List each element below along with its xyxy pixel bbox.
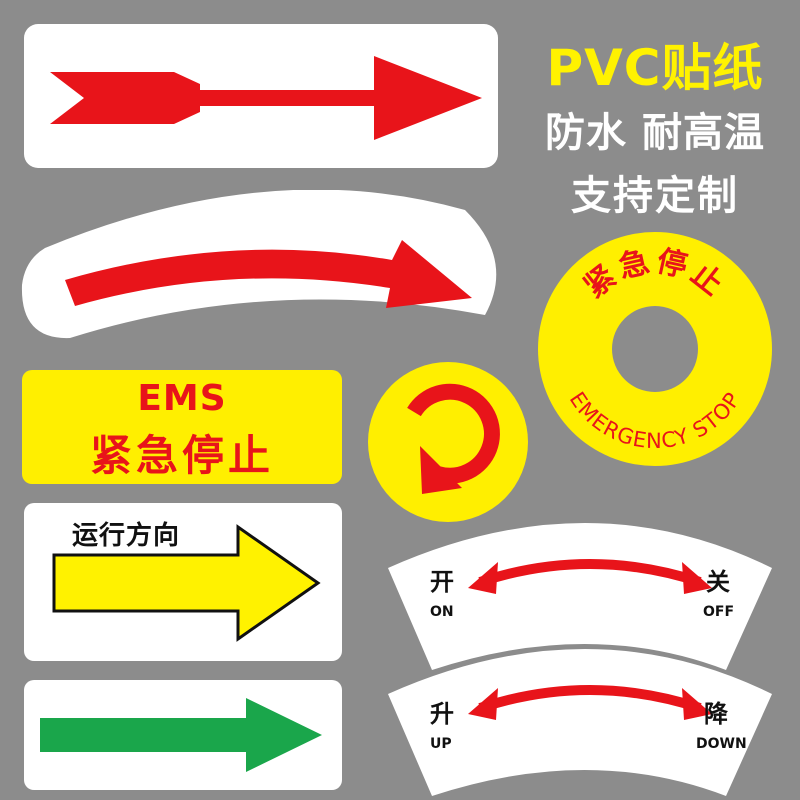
yellow-arrow-icon (52, 524, 321, 642)
headline-material: PVC贴纸 (546, 39, 764, 97)
on-label-en: ON (430, 604, 454, 620)
off-label-en: OFF (703, 604, 735, 620)
headline-custom: 支持定制 (571, 173, 739, 219)
ring-hole (612, 306, 698, 392)
headline-features: 防水 耐高温 (545, 110, 765, 156)
straight-red-arrow-icon (50, 56, 482, 140)
on-label-cn: 开 (430, 568, 454, 596)
off-label-cn: 关 (706, 568, 730, 596)
down-label-cn: 降 (704, 700, 728, 728)
direction-arrow-sticker (24, 503, 342, 661)
green-arrow-icon (40, 698, 322, 772)
ems-subtitle: 紧急停止 (89, 431, 274, 480)
on-off-fan-sticker (388, 523, 772, 670)
up-label-en: UP (430, 736, 452, 752)
curved-red-arrow-sticker (21, 190, 497, 339)
up-down-fan-sticker (388, 649, 772, 796)
rotate-arrow-icon (407, 383, 500, 484)
emergency-stop-ring-sticker: 紧急停止 EMERGENCY STOP (538, 232, 772, 466)
ems-title: EMS (137, 378, 227, 419)
ems-card-sticker (22, 370, 342, 484)
green-arrow-sticker (24, 680, 342, 790)
right-arrow-head (682, 562, 712, 594)
right-arrow-head (682, 688, 712, 720)
curved-red-arrow-icon (65, 240, 472, 308)
left-arrow-head (468, 688, 498, 720)
straight-red-arrow-sticker (24, 24, 498, 168)
down-label-en: DOWN (696, 736, 747, 752)
rotate-arrow-sticker (368, 362, 528, 522)
direction-label: 运行方向 (72, 521, 181, 551)
left-arrow-head (468, 562, 498, 594)
up-label-cn: 升 (430, 700, 454, 728)
